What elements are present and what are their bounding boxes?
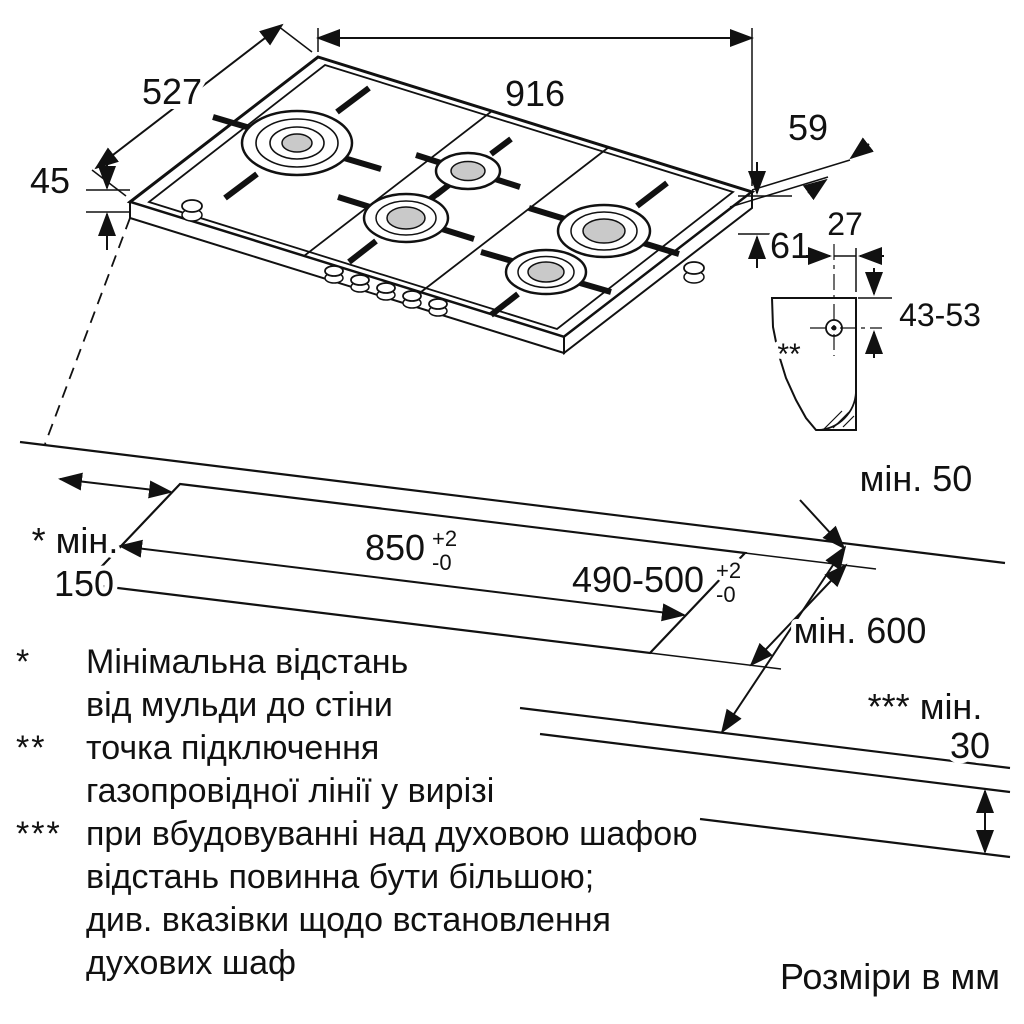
dim-hob-depth: 527: [91, 23, 313, 197]
footnote-1-marker: *: [16, 643, 32, 681]
hob-right-face: [563, 189, 753, 356]
footnote-1: * Мінімальна відстань від мульди до стін…: [16, 641, 698, 727]
dim-min-worktop-depth: мін. 600: [720, 545, 931, 734]
burner-front-middle: [504, 248, 588, 296]
footnote-3-line: при вбудовуванні над духовою шафою: [86, 815, 698, 853]
hob-right-height-label: 61: [770, 225, 810, 266]
dim-cutout-width: 850 +2 -0: [118, 521, 686, 622]
cutout-width-tol-minus: -0: [432, 550, 452, 575]
worktop-front-edge: [519, 706, 1011, 770]
burner-right: [556, 203, 652, 259]
hob-top-surface: [126, 55, 756, 339]
detail-hatching: [823, 410, 855, 430]
wok-burner: [240, 109, 354, 177]
hob-rear-offset-label: 59: [788, 107, 828, 148]
hob-width-label: 916: [505, 73, 565, 114]
oven-top-line: [699, 817, 1011, 859]
footnotes-block: * Мінімальна відстань від мульди до стін…: [16, 641, 698, 985]
burner-rear-middle: [434, 151, 502, 191]
dim-min-rear-clearance: мін. 50: [799, 453, 977, 550]
detail-offset-label: 27: [827, 206, 863, 242]
grate-divider-left: [303, 110, 493, 257]
hob-feet: [181, 199, 705, 284]
dim-hob-rear-offset: 59: [729, 102, 874, 208]
units-note: Розміри в мм: [779, 956, 1000, 997]
min-below-value: 30: [950, 725, 990, 766]
min-worktop-depth-label: мін. 600: [794, 610, 927, 651]
detail-marker-label: **: [777, 338, 801, 371]
footnote-3-line: духових шаф: [86, 944, 297, 982]
grate-divider-right: [420, 146, 610, 293]
min-below-label: *** мін.: [868, 686, 983, 727]
cutout-depth-tol-minus: -0: [716, 582, 736, 607]
worktop-rear-edge: [19, 440, 1006, 565]
dim-min-side: * мін. 150: [27, 472, 173, 609]
hob-depth-label: 527: [142, 71, 202, 112]
footnote-1-line: від мульди до стіни: [86, 686, 393, 724]
cutout-depth-tol-plus: +2: [716, 558, 741, 583]
dim-min-below: *** мін. 30: [863, 681, 995, 854]
min-rear-label: мін. 50: [860, 458, 973, 499]
footnote-3-marker: ***: [16, 815, 62, 853]
detail-outline: [770, 297, 857, 431]
hob-left-height-label: 45: [30, 160, 70, 201]
hob-drawing: 916 527 45 59: [30, 23, 874, 356]
dim-hob-right-height: 61: [738, 162, 815, 271]
burner-middle-left: [362, 192, 450, 244]
footnote-1-line: Мінімальна відстань: [86, 643, 409, 681]
cutout-width-label: 850: [365, 527, 425, 568]
gas-connection-point-dot: [831, 325, 837, 331]
footnote-2-line: точка підключення: [86, 729, 380, 767]
dim-detail-depth: 43-53: [858, 268, 986, 358]
dim-hob-left-height: 45: [30, 152, 130, 250]
footnote-2: ** точка підключення газопровідної лінії…: [16, 727, 698, 813]
footnote-3: *** при вбудовуванні над духовою шафою в…: [16, 813, 698, 985]
gas-connection-detail: ** 27 43-53: [770, 201, 986, 431]
control-knobs: [324, 265, 448, 317]
projection-dashed-line: [44, 217, 131, 445]
footnote-2-line: газопровідної лінії у вирізі: [86, 772, 495, 810]
min-side-value: 150: [54, 563, 114, 604]
dim-hob-width: 916: [316, 28, 754, 186]
gas-connection-point-icon: [825, 319, 843, 337]
worktop-cutout-drawing: 850 +2 -0 490-500 +2 -0 мін. 50 мін. 600…: [19, 217, 1011, 859]
min-side-label: * мін.: [32, 520, 119, 561]
detail-depth-label: 43-53: [899, 297, 981, 333]
cutout-depth-label: 490-500: [572, 559, 704, 600]
footnote-3-line: відстань повинна бути більшою;: [86, 858, 595, 896]
footnote-3-line: див. вказівки щодо встановлення: [86, 901, 611, 939]
cutout-width-tol-plus: +2: [432, 526, 457, 551]
worktop-front-bottom-edge: [539, 732, 1011, 794]
footnote-2-marker: **: [16, 729, 47, 767]
dim-detail-offset: 27: [806, 201, 884, 292]
